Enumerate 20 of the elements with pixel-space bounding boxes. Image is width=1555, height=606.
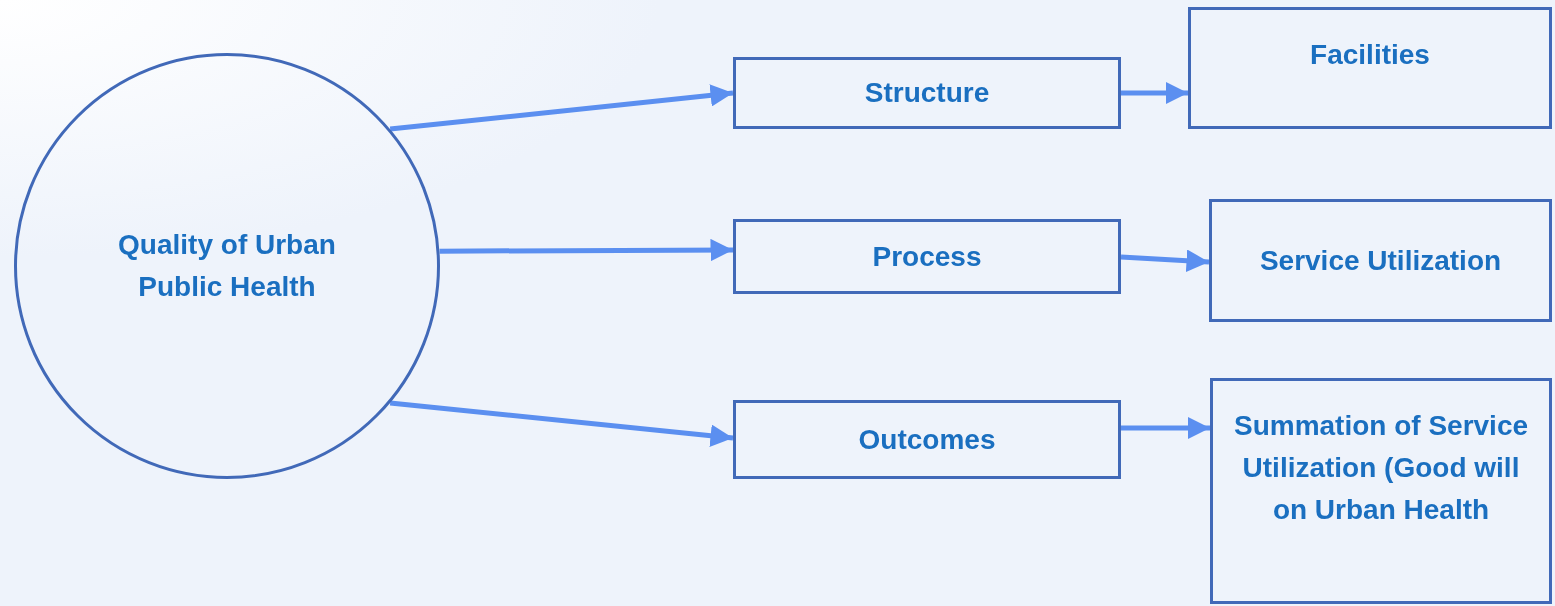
node-label: Facilities (1310, 38, 1430, 72)
arrow (389, 400, 734, 447)
concept-box (1210, 378, 1552, 604)
arrow (1120, 249, 1210, 272)
node-label: Quality of Urban Public Health (117, 228, 337, 304)
concept-box (733, 400, 1121, 479)
concept-box (733, 219, 1121, 294)
concept-box (733, 57, 1121, 129)
arrow (389, 84, 734, 132)
arrow (1121, 416, 1210, 440)
concept-circle (14, 53, 440, 479)
arrow (439, 238, 733, 262)
node-label: Process (872, 239, 982, 274)
concept-box (1188, 7, 1552, 129)
arrow (1121, 81, 1188, 105)
concept-box (1209, 199, 1552, 322)
node-label: Service Utilization (1259, 243, 1502, 278)
node-label: Outcomes (858, 422, 996, 457)
node-label: Structure (864, 76, 990, 110)
node-label: Summation of Service Utilization (Good will on Urban Health (1232, 409, 1530, 527)
